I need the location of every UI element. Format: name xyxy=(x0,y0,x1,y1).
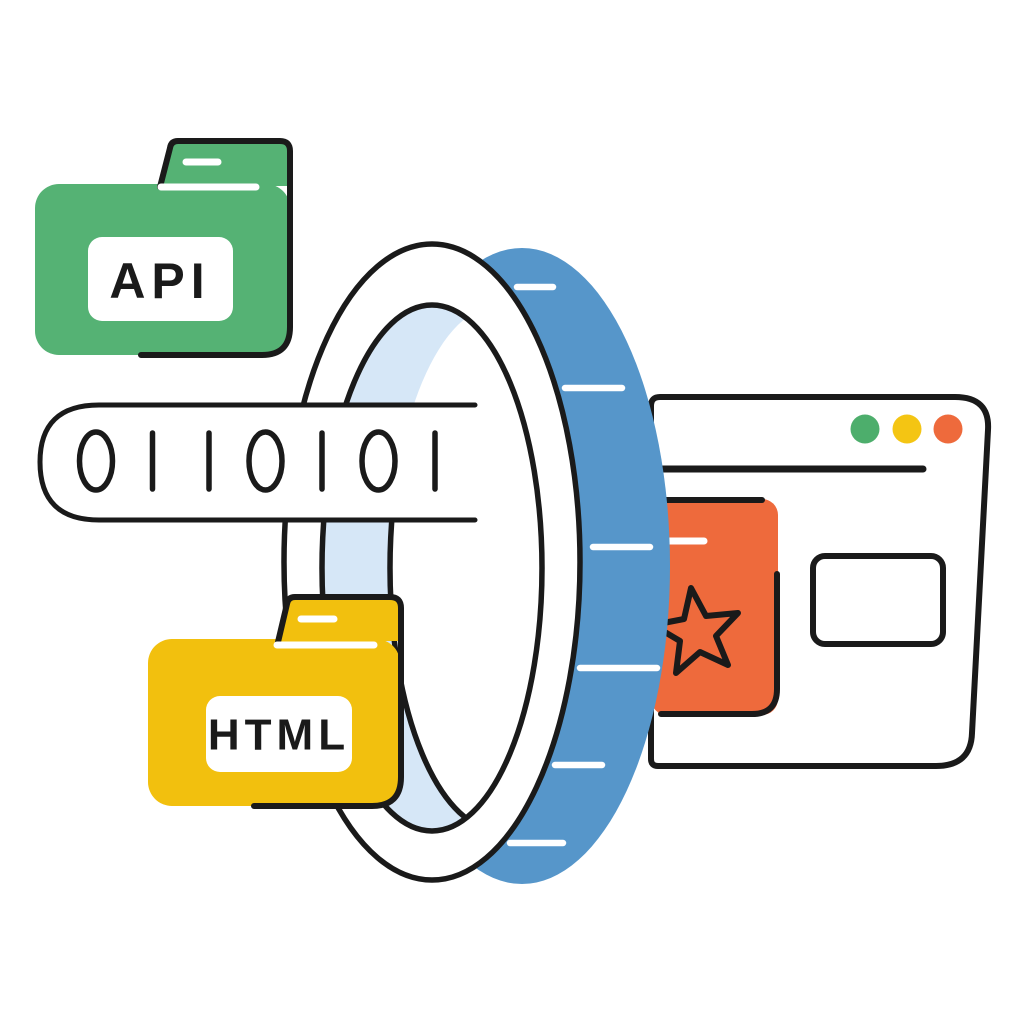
ring-hole-rim xyxy=(319,302,545,834)
binary-bar-pill xyxy=(37,402,478,523)
binary-digits xyxy=(76,429,438,493)
html-folder-label-bg xyxy=(206,696,352,772)
traffic-lights xyxy=(850,414,963,444)
html-folder-label: HTML xyxy=(208,711,350,760)
binary-bar xyxy=(37,402,478,523)
orange-dot-icon xyxy=(933,414,963,444)
api-folder: API xyxy=(35,138,293,358)
api-folder-tab xyxy=(162,142,289,186)
green-dot-icon xyxy=(850,414,880,444)
binary-digit-0 xyxy=(246,429,285,493)
ring-hole-back-edge xyxy=(387,450,542,831)
star-card-outline-rb xyxy=(658,571,780,717)
placeholder-box xyxy=(810,553,946,647)
browser-window xyxy=(646,394,992,769)
star-card xyxy=(650,497,780,717)
binary-digit-0 xyxy=(76,429,116,493)
html-folder-tab xyxy=(280,599,400,641)
binary-digit-0 xyxy=(359,429,398,493)
api-folder-outline xyxy=(138,138,293,358)
ring-band-ticks xyxy=(506,283,661,847)
api-folder-label: API xyxy=(109,253,210,309)
html-folder-outline xyxy=(251,594,404,809)
yellow-dot-icon xyxy=(892,414,922,444)
html-folder: HTML xyxy=(148,594,404,809)
star-card-bg xyxy=(651,499,778,715)
api-folder-label-bg xyxy=(88,237,233,321)
